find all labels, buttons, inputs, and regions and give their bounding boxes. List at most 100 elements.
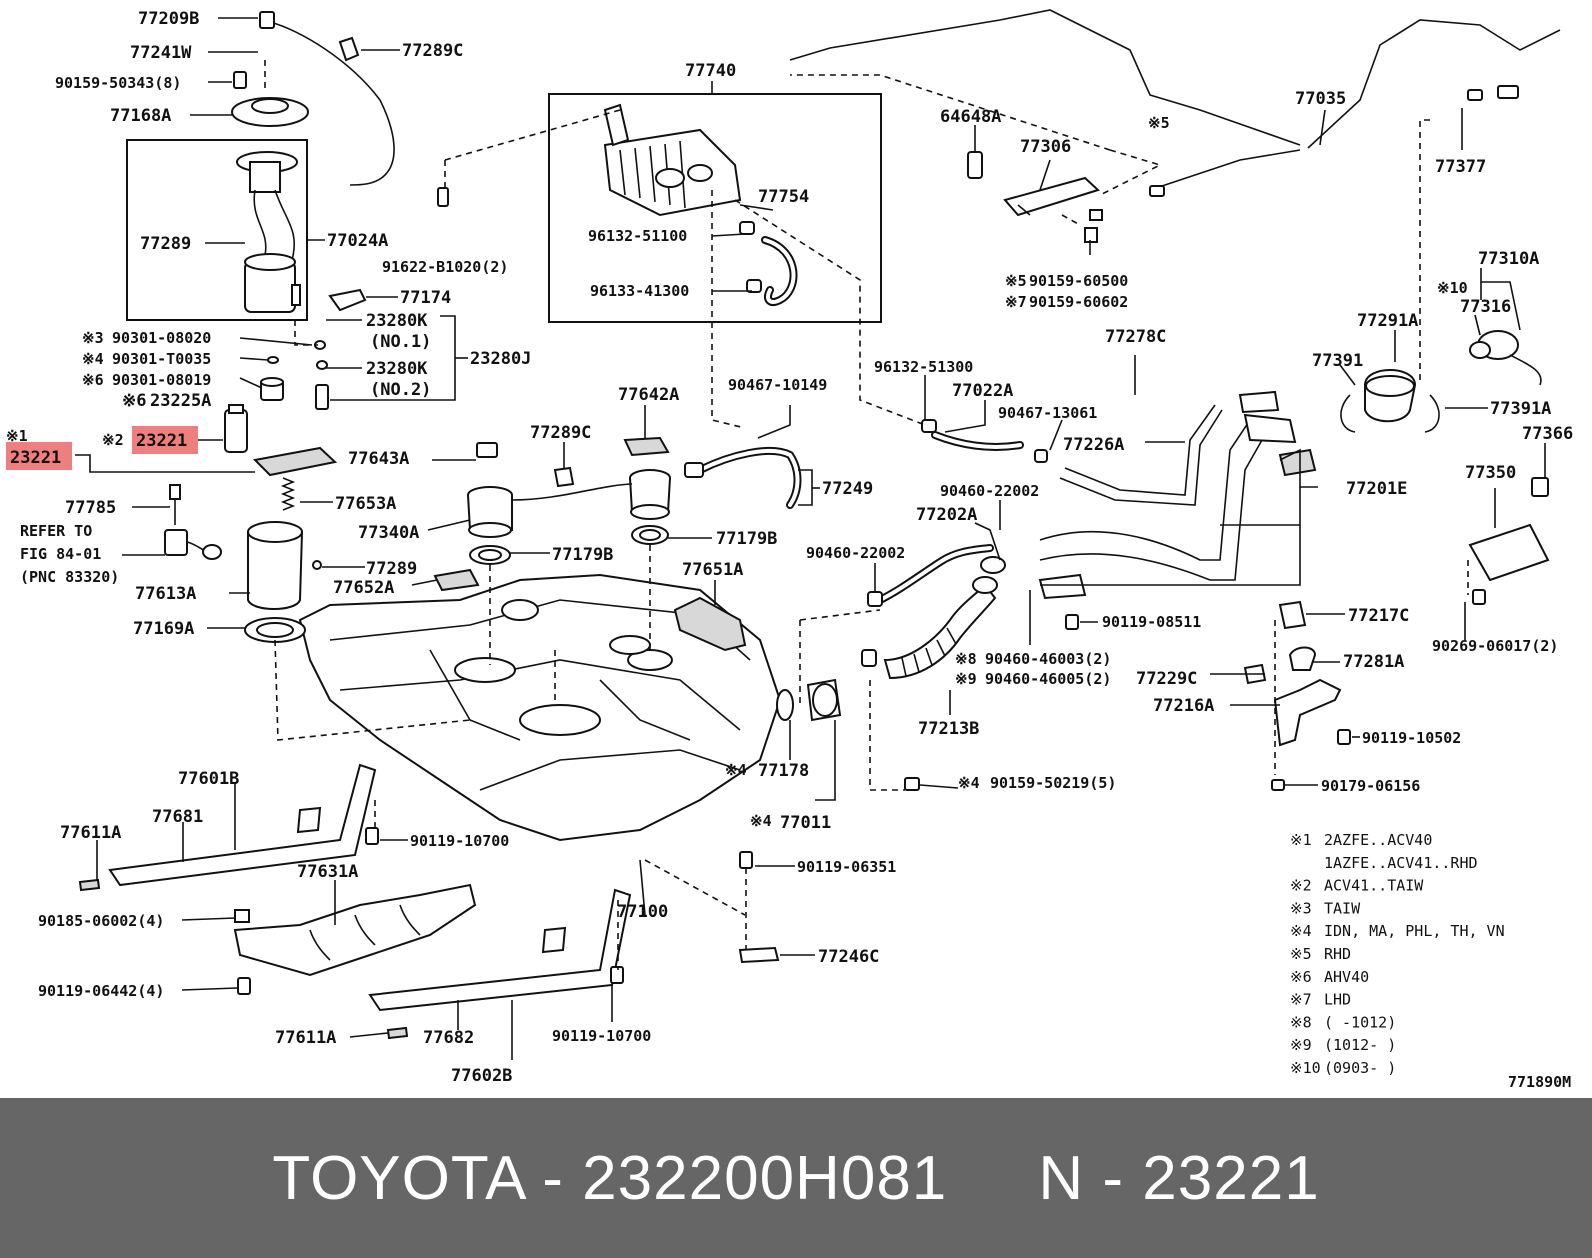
label-77281A: 77281A bbox=[1343, 652, 1404, 672]
label-77310A: 77310A bbox=[1478, 249, 1539, 269]
note-text: IDN, MA, PHL, TH, VN bbox=[1324, 922, 1505, 940]
label-77613A: 77613A bbox=[135, 584, 196, 604]
label-23280K-2: 23280K bbox=[366, 359, 428, 379]
note-mark: ※7 bbox=[1290, 991, 1312, 1009]
label-no2: (NO.2) bbox=[370, 380, 431, 400]
band-77602B bbox=[368, 888, 632, 1012]
filter-23225A bbox=[260, 377, 284, 401]
mark-6b: ※6 bbox=[122, 391, 146, 411]
label-64648A: 64648A bbox=[940, 107, 1001, 127]
label-77289-b: 77289 bbox=[366, 559, 417, 579]
label-90119-10502: 90119-10502 bbox=[1362, 729, 1461, 747]
hose-77754 bbox=[739, 221, 798, 306]
note-text: ACV41..TAIW bbox=[1324, 877, 1424, 895]
hose-77213B bbox=[861, 556, 1006, 680]
label-23225A: 23225A bbox=[150, 391, 211, 411]
label-77652A: 77652A bbox=[333, 578, 394, 598]
gasket-77178 bbox=[776, 689, 794, 721]
mark-8: ※8 bbox=[955, 650, 977, 668]
label-77289C-top: 77289C bbox=[402, 41, 463, 61]
label-91622-B1020: 91622-B1020(2) bbox=[382, 258, 508, 276]
label-77631A: 77631A bbox=[297, 862, 358, 882]
note-mark: ※6 bbox=[1290, 968, 1312, 986]
label-77174: 77174 bbox=[400, 288, 451, 308]
flange-77011 bbox=[806, 678, 842, 722]
footer-title: TOYOTA - 232200H081 N - 23221 bbox=[272, 1143, 1320, 1213]
label-90119-10700-a: 90119-10700 bbox=[410, 832, 509, 850]
note-text: ( -1012) bbox=[1324, 1013, 1396, 1031]
label-90185-06002: 90185-06002(4) bbox=[38, 912, 164, 930]
label-77289-a: 77289 bbox=[140, 234, 191, 254]
label-77602B: 77602B bbox=[451, 1066, 512, 1086]
label-77682: 77682 bbox=[423, 1028, 474, 1048]
label-77202A: 77202A bbox=[916, 505, 977, 525]
leader-lines bbox=[75, 17, 1546, 1060]
label-77035: 77035 bbox=[1295, 89, 1346, 109]
mark-6a: ※6 bbox=[82, 371, 104, 389]
label-90119-06351: 90119-06351 bbox=[797, 858, 896, 876]
label-77377: 77377 bbox=[1435, 157, 1486, 177]
fuel-pump-23221 bbox=[224, 404, 248, 453]
mark-7: ※7 bbox=[1005, 293, 1027, 311]
label-77201E: 77201E bbox=[1346, 479, 1407, 499]
label-23280K-1: 23280K bbox=[366, 311, 428, 331]
label-77611A-b: 77611A bbox=[275, 1028, 336, 1048]
footer-banner: TOYOTA - 232200H081 N - 23221 bbox=[0, 1098, 1592, 1258]
label-90119-10700-b: 90119-10700 bbox=[552, 1027, 651, 1045]
pads-77611A bbox=[78, 878, 409, 1040]
note-text: TAIW bbox=[1324, 899, 1361, 917]
label-77643A: 77643A bbox=[348, 449, 409, 469]
tube-77249 bbox=[511, 446, 802, 509]
label-77391A: 77391A bbox=[1490, 399, 1551, 419]
note-mark: ※5 bbox=[1290, 945, 1312, 963]
label-90179-06156: 90179-06156 bbox=[1321, 777, 1420, 795]
label-77209B: 77209B bbox=[138, 9, 199, 29]
highlight-23221-mid bbox=[132, 426, 198, 454]
label-77681: 77681 bbox=[152, 807, 203, 827]
label-77366: 77366 bbox=[1522, 424, 1573, 444]
highlight-23221-left bbox=[6, 442, 72, 470]
mark-4c: ※4 bbox=[958, 774, 980, 792]
gasket-77179B-right bbox=[631, 525, 669, 545]
mark-4b: ※4 bbox=[725, 761, 747, 779]
bracket-77216A bbox=[1243, 600, 1342, 747]
label-77179B-left: 77179B bbox=[552, 545, 613, 565]
part-labels: 77209B 77241W 77289C 90159-50343(8) 7716… bbox=[6, 9, 1573, 1086]
note-mark: ※4 bbox=[1290, 922, 1312, 940]
label-90301-T0035: 90301-T0035 bbox=[112, 350, 211, 368]
mark-4d: ※4 bbox=[750, 812, 772, 830]
note-mark: ※3 bbox=[1290, 899, 1312, 917]
mark-1: ※1 bbox=[6, 427, 28, 445]
label-77178: 77178 bbox=[758, 761, 809, 781]
canister-77740 bbox=[548, 93, 882, 323]
note-mark: ※2 bbox=[1290, 877, 1312, 895]
label-77278C: 77278C bbox=[1105, 327, 1166, 347]
label-77340A: 77340A bbox=[358, 523, 419, 543]
label-pnc: (PNC 83320) bbox=[20, 568, 119, 586]
pad-77651A bbox=[673, 596, 747, 652]
label-77601B: 77601B bbox=[178, 769, 239, 789]
label-77179B-right: 77179B bbox=[716, 529, 777, 549]
gasket-77169A bbox=[244, 617, 306, 643]
spring-77653A bbox=[280, 477, 296, 511]
drawing-code: 771890M bbox=[1508, 1073, 1571, 1091]
mark-3: ※3 bbox=[82, 329, 104, 347]
note-text: 1AZFE..ACV41..RHD bbox=[1324, 854, 1478, 872]
sub-tank-77340A-right bbox=[629, 469, 671, 520]
label-77022A: 77022A bbox=[952, 381, 1013, 401]
label-96132-51300: 96132-51300 bbox=[874, 358, 973, 376]
label-90269-06017: 90269-06017(2) bbox=[1432, 637, 1558, 655]
protector-77631A bbox=[233, 883, 477, 977]
parts-diagram: 77209B 77241W 77289C 90159-50343(8) 7716… bbox=[6, 9, 1573, 1091]
label-77754: 77754 bbox=[758, 187, 809, 207]
cap-77300 bbox=[1340, 330, 1550, 582]
pump-bracket-77643A bbox=[252, 446, 338, 477]
label-23221-mid: 23221 bbox=[136, 431, 187, 451]
bracket-77642A bbox=[623, 436, 670, 457]
mark-5b: ※5 bbox=[1148, 114, 1170, 132]
mark-9: ※9 bbox=[955, 670, 977, 688]
label-77249: 77249 bbox=[822, 479, 873, 499]
label-90460-22002-a: 90460-22002 bbox=[940, 482, 1039, 500]
vent-line-77035 bbox=[789, 9, 1561, 197]
